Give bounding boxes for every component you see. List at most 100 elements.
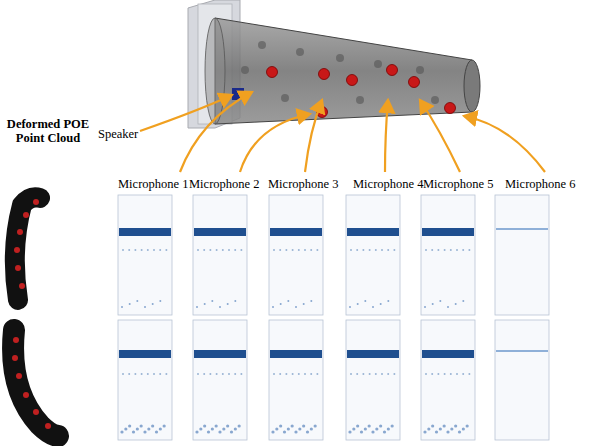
harmonic-dot (431, 249, 433, 251)
panel-frame (421, 195, 475, 315)
spectrogram-panel (118, 320, 172, 440)
noise-dot (132, 430, 135, 433)
noise-dot (454, 424, 457, 427)
noise-dot (143, 430, 146, 433)
harmonic-dot (298, 249, 300, 251)
frequency-band (496, 228, 548, 230)
harmonic-dot (381, 373, 383, 375)
panel-frame (495, 195, 549, 315)
noise-dot (352, 427, 355, 430)
panel-frame (269, 195, 323, 315)
frequency-band (422, 228, 474, 236)
noise-dot (291, 424, 294, 427)
speaker-label: Speaker (98, 127, 138, 141)
leader-arrows (140, 92, 545, 172)
frequency-band (194, 350, 246, 358)
harmonic-dot (128, 249, 130, 251)
noise-dot (275, 427, 278, 430)
noise-dot (364, 427, 367, 430)
harmonic-dot (468, 249, 470, 251)
harmonic-dot (362, 373, 364, 375)
noise-dot (195, 430, 198, 433)
noise-dot (219, 306, 221, 308)
noise-dot (128, 424, 131, 427)
noise-dot (379, 424, 382, 427)
frequency-band (422, 350, 474, 358)
noise-dot (424, 306, 426, 308)
noise-dot (423, 430, 426, 433)
noise-dot (124, 427, 127, 430)
frequency-band (194, 228, 246, 236)
noise-dot (204, 303, 206, 305)
harmonic-dot (356, 373, 358, 375)
noise-dot (306, 430, 309, 433)
noise-dot (203, 424, 206, 427)
harmonic-dot (292, 373, 294, 375)
noise-dot (121, 306, 123, 308)
spectrogram-panel (495, 320, 549, 440)
noise-dot (234, 300, 236, 302)
noise-dot (199, 427, 202, 430)
harmonic-dot (228, 249, 230, 251)
noise-dot (163, 424, 166, 427)
harmonic-dot (197, 373, 199, 375)
harmonic-dot (165, 373, 167, 375)
panel-frame (346, 195, 400, 315)
frequency-band (270, 228, 322, 236)
noise-dot (387, 300, 389, 302)
harmonic-dot (128, 373, 130, 375)
harmonic-dot (381, 249, 383, 251)
harmonic-dot (203, 373, 205, 375)
noise-dot (371, 430, 374, 433)
noise-dot (196, 306, 198, 308)
noise-dot (298, 427, 301, 430)
harmonic-dot (209, 249, 211, 251)
spectrogram-panel (193, 320, 247, 440)
noise-dot (287, 300, 289, 302)
noise-dot (159, 427, 162, 430)
noise-dot (372, 306, 374, 308)
noise-dot (450, 427, 453, 430)
noise-dot (462, 427, 465, 430)
noise-dot (466, 424, 469, 427)
harmonic-dot (273, 373, 275, 375)
microphone-label: Microphone 3 (268, 177, 338, 191)
spectrogram-panel (421, 320, 475, 440)
harmonic-dot (222, 249, 224, 251)
noise-dot (211, 300, 213, 302)
noise-dot (159, 300, 161, 302)
harmonic-dot (450, 373, 452, 375)
noise-dot (447, 306, 449, 308)
noise-dot (348, 430, 351, 433)
harmonic-dot (285, 249, 287, 251)
noise-dot (211, 427, 214, 430)
noise-dot (295, 306, 297, 308)
noise-dot (136, 300, 138, 302)
harmonic-dot (450, 249, 452, 251)
harmonic-dot (165, 249, 167, 251)
noise-dot (435, 430, 438, 433)
harmonic-dot (375, 373, 377, 375)
microphone-label: Microphone 2 (189, 177, 259, 191)
harmonic-dot (437, 373, 439, 375)
harmonic-dot (310, 249, 312, 251)
noise-dot (272, 306, 274, 308)
harmonic-dot (240, 249, 242, 251)
noise-dot (356, 424, 359, 427)
panel-frame (346, 320, 400, 440)
microphone-label: Microphone 6 (505, 177, 575, 191)
noise-dot (230, 430, 233, 433)
harmonic-dot (292, 249, 294, 251)
noise-dot (455, 303, 457, 305)
harmonic-dot (279, 373, 281, 375)
noise-dot (446, 430, 449, 433)
noise-dot (432, 303, 434, 305)
noise-dot (462, 300, 464, 302)
harmonic-dot (209, 373, 211, 375)
spectrogram-panel (346, 195, 400, 315)
harmonic-dot (228, 373, 230, 375)
noise-dot (383, 430, 386, 433)
harmonic-dot (393, 249, 395, 251)
noise-dot (287, 427, 290, 430)
